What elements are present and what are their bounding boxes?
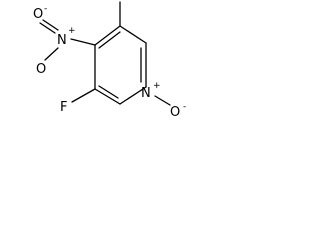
nitro-o-top-label: O <box>33 7 43 22</box>
nitro-n-o-top-bond <box>42 19 59 31</box>
nitro-group: N + O - O <box>33 4 96 77</box>
nitro-c-n-bond <box>70 38 96 46</box>
ring-n-charge: + <box>153 81 161 91</box>
n-oxide-o-charge: - <box>183 102 186 112</box>
n-oxide-bond <box>154 95 171 106</box>
nitro-o-bottom-label: O <box>36 62 46 77</box>
nitro-n-label: N <box>57 33 67 48</box>
ring-bond-c6-c5 <box>94 88 121 105</box>
nitro-n-o-top-bond-2 <box>39 22 56 34</box>
nitro-n-o-bottom-bond <box>44 47 59 61</box>
ring-bond-c4-c1 <box>94 25 121 46</box>
ring-n-label: N <box>141 86 151 101</box>
chemical-structure: N + O - O F N + O - <box>33 1 186 120</box>
pyridine-ring <box>94 25 147 105</box>
fluorine-bond <box>71 88 96 103</box>
n-oxide-o-label: O <box>170 105 180 120</box>
ring-double-bond-c1-c4 <box>98 31 121 49</box>
nitro-n-charge: + <box>68 26 76 36</box>
ring-double-bond-c5-c6 <box>98 85 119 99</box>
fluorine-label: F <box>60 100 67 115</box>
ring-bond-n-c6 <box>119 86 147 105</box>
ring-bond-c1-c2 <box>119 25 147 44</box>
nitro-o-top-charge: - <box>44 4 47 14</box>
